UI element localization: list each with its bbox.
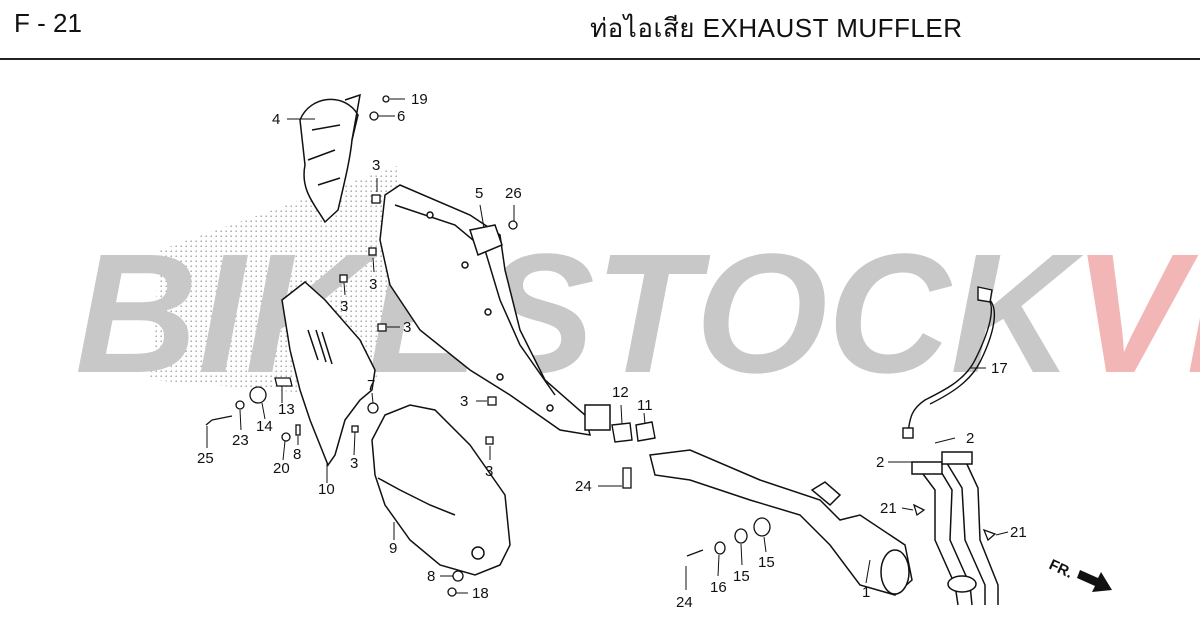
page-code: F - 21	[14, 8, 82, 38]
watermark-text: BIKESTOCKVN	[75, 219, 1200, 409]
fasteners	[205, 95, 997, 597]
part-10-heat-shield	[281, 281, 376, 467]
callout-21b: 21	[1010, 524, 1027, 541]
part-1-muffler	[649, 449, 913, 596]
callout-8b: 8	[427, 568, 435, 585]
callout-13: 13	[278, 401, 295, 418]
part-9-lower-guard	[371, 404, 511, 576]
callout-15b: 15	[758, 554, 775, 571]
page-header: F - 21 ท่อไอเสีย EXHAUST MUFFLER	[0, 0, 1200, 60]
leader-lines	[206, 98, 1009, 594]
callout-25: 24	[676, 594, 693, 611]
callout-2b: 2	[876, 454, 884, 471]
callout-11: 11	[637, 397, 653, 414]
callout-4: 4	[272, 111, 280, 128]
callout-3d: 3	[403, 319, 411, 336]
callout-2a: 2	[966, 430, 974, 447]
callout-17: 17	[991, 360, 1008, 377]
callout-3f: 3	[485, 463, 493, 480]
callout-7: 7	[367, 377, 375, 394]
callout-18: 18	[472, 585, 489, 602]
front-label: FR.	[1046, 556, 1075, 582]
callout-9: 9	[389, 540, 397, 557]
callout-10: 10	[318, 481, 335, 498]
callout-24: 24	[575, 478, 592, 495]
callout-6: 6	[397, 108, 405, 125]
callout-3a: 3	[372, 157, 380, 174]
callout-23: 23	[232, 432, 249, 449]
arrow-icon	[1077, 570, 1112, 592]
part-17-sensor	[902, 286, 996, 439]
callout-3g: 3	[350, 455, 358, 472]
callout-12: 12	[612, 384, 629, 401]
callout-21a: 21	[880, 500, 897, 517]
callout-3b: 3	[369, 276, 377, 293]
callout-20: 20	[273, 460, 290, 477]
callout-1: 1	[862, 584, 870, 601]
part-11-gasket	[635, 421, 656, 442]
callout-16: 16	[710, 579, 727, 596]
page-title: ท่อไอเสีย EXHAUST MUFFLER	[590, 13, 963, 43]
front-direction-indicator: FR.	[1046, 556, 1112, 592]
callout-3c: 3	[340, 298, 348, 315]
header-divider	[0, 58, 1200, 60]
callout-19: 19	[411, 91, 428, 108]
part-4-heat-guard	[299, 93, 361, 224]
callout-14: 14	[256, 418, 273, 435]
part-2-exhaust-pipes	[911, 451, 999, 606]
callout-5: 5	[475, 185, 483, 202]
callout-3e: 3	[460, 393, 468, 410]
callout-labels: 19 6 4 3 5 26 3 3 3 7 3 12 11 3 24 3 10 …	[197, 91, 1027, 611]
part-12-gasket	[611, 422, 633, 443]
callout-8a: 8	[293, 446, 301, 463]
callout-26: 25	[197, 450, 214, 467]
callout-22: 26	[505, 185, 522, 202]
callout-15a: 15	[733, 568, 750, 585]
part-5-exhaust-body	[379, 184, 611, 436]
